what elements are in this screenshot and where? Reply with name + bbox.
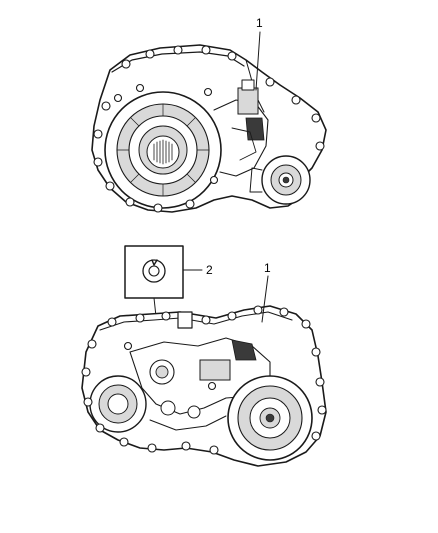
inset-box (124, 245, 184, 299)
seal-ring-icon (142, 259, 166, 283)
transfer-case-rear-view-icon (91, 44, 327, 213)
top-part-leader-line (255, 31, 261, 91)
top-part-callout: 1 (256, 16, 263, 30)
bottom-part-leader-line (261, 275, 269, 323)
transfer-case-front-view-icon (81, 305, 327, 467)
bottom-part-callout: 1 (264, 261, 271, 275)
inset-part-callout: 2 (206, 263, 213, 277)
